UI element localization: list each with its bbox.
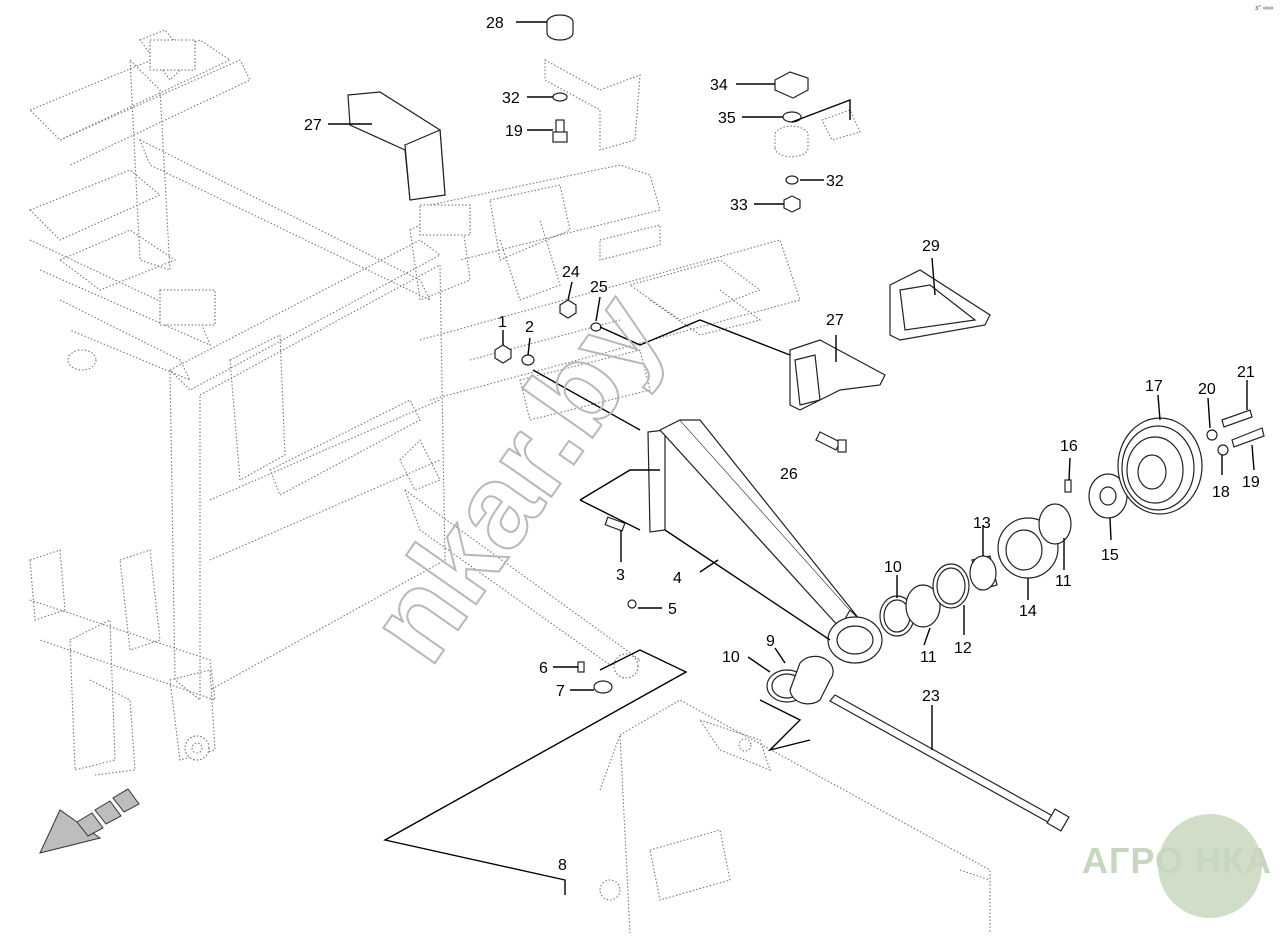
direction-arrow [39, 788, 140, 854]
callout-16: 16 [1060, 438, 1078, 455]
callout-12: 12 [954, 640, 972, 657]
callout-19: 19 [505, 123, 523, 140]
part-outlines [347, 14, 1265, 832]
callout-29: 29 [922, 238, 940, 255]
callout-20: 20 [1198, 381, 1216, 398]
callout-11: 11 [920, 649, 937, 666]
brand-logo: АГРО НКА [1082, 810, 1272, 920]
callout-19: 19 [1242, 474, 1260, 491]
callout-14: 14 [1019, 603, 1037, 620]
callout-3: 3 [616, 567, 625, 584]
callout-23: 23 [922, 688, 940, 705]
machine-frame [29, 29, 991, 934]
callout-1: 1 [498, 314, 507, 331]
callout-15: 15 [1101, 547, 1119, 564]
callout-7: 7 [556, 683, 565, 700]
callout-27: 27 [304, 117, 322, 134]
callout-10: 10 [722, 649, 740, 666]
callout-18: 18 [1212, 484, 1230, 501]
callout-6: 6 [539, 660, 548, 677]
callout-28: 28 [486, 15, 504, 32]
callout-35: 35 [718, 110, 736, 127]
callout-11: 11 [1055, 573, 1072, 590]
callout-27: 27 [826, 312, 844, 329]
callout-17: 17 [1145, 378, 1163, 395]
callout-9: 9 [766, 633, 775, 650]
callout-labels: 28 32 19 27 34 35 32 33 29 24 25 27 1 2 … [304, 15, 1260, 874]
callout-2: 2 [525, 319, 534, 336]
watermark: nkar.by [343, 271, 688, 685]
callout-26: 26 [780, 466, 798, 483]
callout-13: 13 [973, 515, 991, 532]
callout-5: 5 [668, 601, 677, 618]
callout-10: 10 [884, 559, 902, 576]
corner-mark: з° ∞∞ [1255, 4, 1273, 12]
callout-24: 24 [562, 264, 580, 281]
callout-4: 4 [673, 570, 682, 587]
callout-8: 8 [558, 857, 567, 874]
callout-25: 25 [590, 279, 608, 296]
brand-text: АГРО НКА [1082, 840, 1272, 881]
brand-circle [1158, 814, 1262, 918]
leader-lines [328, 21, 1255, 895]
callout-32: 32 [826, 173, 844, 190]
callout-34: 34 [710, 77, 728, 94]
callout-32: 32 [502, 90, 520, 107]
callout-33: 33 [730, 197, 748, 214]
callout-21: 21 [1237, 364, 1255, 381]
